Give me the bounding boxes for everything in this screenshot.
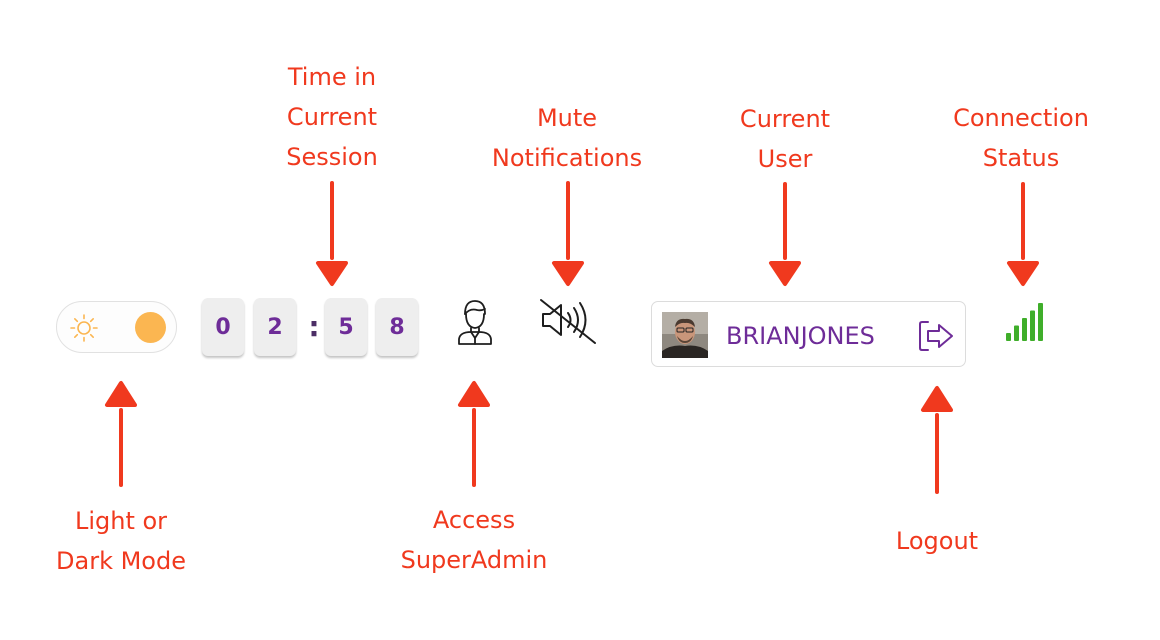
timer-digit: 0: [202, 298, 244, 356]
timer-digit: 5: [325, 298, 367, 356]
speaker-muted-icon: [540, 299, 596, 344]
current-user[interactable]: BRIANJONES: [651, 301, 966, 367]
arrow-down-timer: [316, 181, 348, 286]
arrow-up-superadmin: [458, 381, 490, 487]
arrow-down-user: [769, 182, 801, 286]
signal-bar: [1030, 310, 1035, 341]
sun-icon: [68, 312, 100, 348]
arrow-up-theme: [105, 381, 137, 487]
signal-bar: [1006, 333, 1011, 341]
annotation-mute-notifications: Mute Notifications: [491, 104, 643, 172]
annotation-connection-status: Connection Status: [953, 104, 1089, 172]
timer-separator: :: [308, 309, 320, 343]
annotation-light-dark-mode: Light or Dark Mode: [56, 507, 186, 575]
arrow-down-mute: [552, 181, 584, 286]
arrow-up-logout: [921, 386, 953, 494]
logout-button[interactable]: [917, 319, 957, 357]
avatar: [662, 312, 708, 358]
mute-notifications-button[interactable]: [539, 295, 597, 347]
theme-toggle[interactable]: [56, 301, 177, 353]
logout-icon: [919, 321, 953, 351]
signal-bar: [1014, 325, 1019, 341]
annotation-current-user: Current User: [739, 105, 831, 173]
timer-digit: 8: [376, 298, 418, 356]
user-admin-icon: [458, 300, 492, 345]
arrow-down-connection: [1007, 182, 1039, 286]
annotation-logout: Logout: [895, 527, 979, 555]
signal-bars-icon: [1006, 303, 1043, 341]
connection-status: [1004, 302, 1048, 346]
theme-toggle-knob[interactable]: [135, 312, 166, 343]
annotation-access-superadmin: Access SuperAdmin: [400, 506, 548, 574]
timer-digit: 2: [254, 298, 296, 356]
username: BRIANJONES: [726, 322, 875, 350]
annotation-time-in-session: Time in Current Session: [286, 63, 378, 171]
superadmin-button[interactable]: [452, 297, 498, 347]
signal-bar: [1038, 303, 1043, 341]
signal-bar: [1022, 318, 1027, 341]
